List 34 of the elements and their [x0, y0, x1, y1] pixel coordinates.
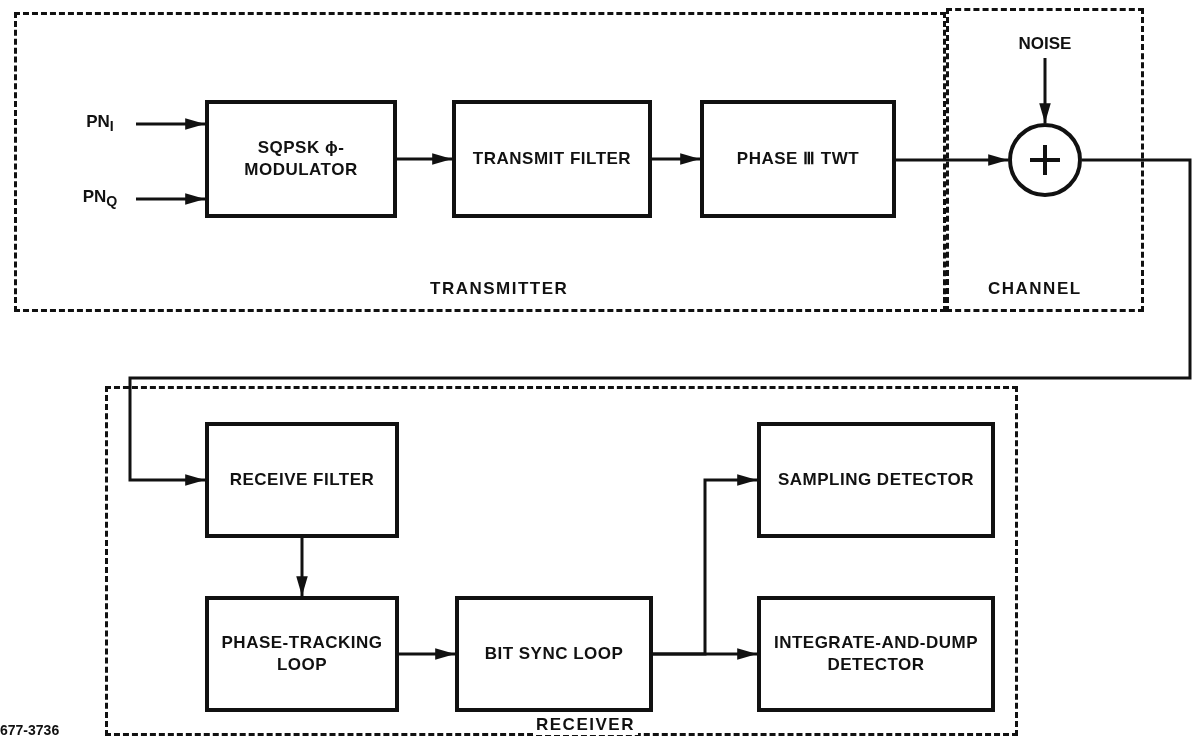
arrow [136, 193, 205, 205]
arrow [896, 154, 1008, 166]
signal-label: NOISE [1010, 32, 1080, 58]
process-box [205, 596, 399, 712]
arrow [397, 153, 452, 165]
box-label: SQPSK ϕ-MODULATOR [243, 137, 359, 181]
box-label: TRANSMIT FILTER [472, 148, 632, 170]
process-box [205, 100, 397, 218]
group-label: RECEIVER [533, 715, 638, 735]
box-label: BIT SYNC LOOP [484, 643, 624, 665]
process-box [757, 422, 995, 538]
process-box [455, 596, 653, 712]
arrow [399, 648, 455, 660]
process-box [700, 100, 896, 218]
arrow [653, 648, 757, 660]
box-label: PHASE-TRACKING LOOP [220, 632, 384, 676]
box-label: RECEIVE FILTER [229, 469, 375, 491]
arrow [296, 538, 308, 596]
box-label: PHASE Ⅲ TWT [736, 148, 860, 170]
box-label: INTEGRATE-AND-DUMP DETECTOR [772, 632, 980, 676]
arrow [1039, 58, 1051, 123]
dashed-group-border [946, 8, 1144, 312]
process-box [205, 422, 399, 538]
signal-label: PN$_{I}$ [70, 110, 130, 138]
arrow [136, 118, 205, 130]
arrow [128, 158, 1192, 486]
signal-label: PN$_{Q}$ [70, 185, 130, 213]
dashed-group-border [14, 12, 946, 312]
process-box [757, 596, 995, 712]
dashed-group-border [105, 386, 1018, 736]
arrow [652, 153, 700, 165]
process-box [452, 100, 652, 218]
figure-number: 677-3736 [0, 722, 60, 738]
box-label: SAMPLING DETECTOR [777, 469, 975, 491]
